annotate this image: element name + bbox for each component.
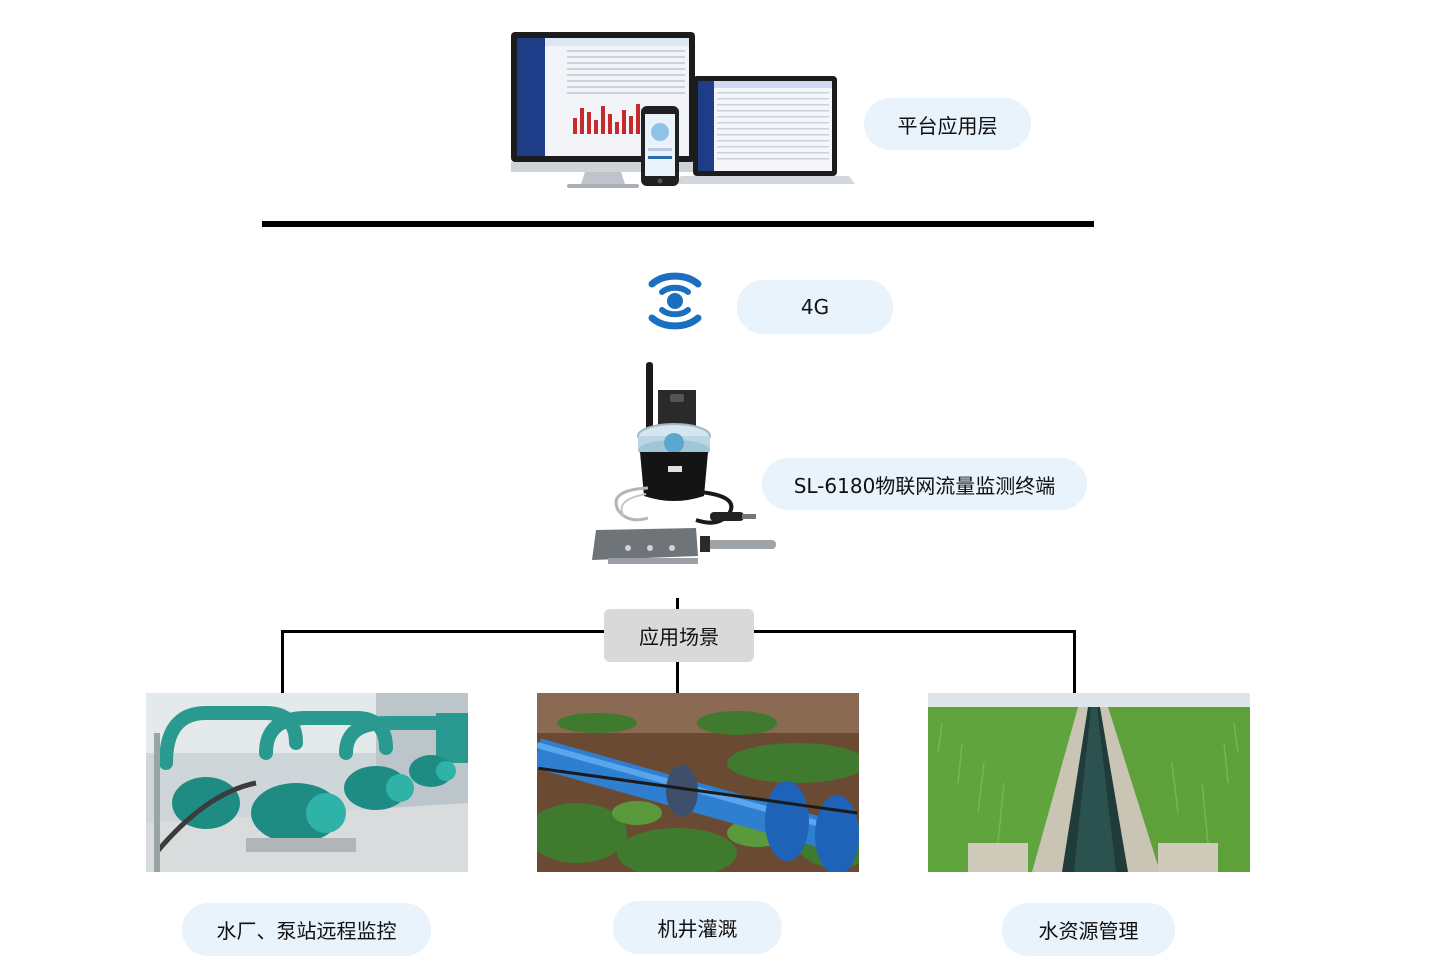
connector-drop-center	[676, 662, 679, 694]
wireless-signal-icon	[638, 258, 712, 344]
platform-devices-illustration	[505, 28, 857, 200]
connector-horizontal-left	[281, 630, 605, 633]
flow-monitor-device-illustration	[588, 360, 784, 572]
scenario-heading: 应用场景	[604, 609, 754, 662]
terminal-device-label: SL-6180物联网流量监测终端	[762, 458, 1087, 510]
connector-horizontal-right	[753, 630, 1076, 633]
connector-stem	[676, 598, 679, 610]
flow-monitor-device-icon	[592, 362, 776, 564]
platform-layer-label: 平台应用层	[864, 98, 1031, 150]
network-4g-label: 4G	[737, 280, 893, 334]
platform-divider-line	[262, 221, 1094, 227]
connector-drop-right	[1073, 630, 1076, 694]
scenario-label-irrigation-well: 机井灌溉	[613, 901, 782, 954]
pump-station-photo	[146, 693, 468, 872]
scenario-label-water-resources: 水资源管理	[1002, 903, 1175, 956]
devices-icon	[511, 32, 855, 188]
scenario-label-pump-station: 水厂、泵站远程监控	[182, 903, 431, 956]
irrigation-pipe-photo	[537, 693, 859, 872]
connector-drop-left	[281, 630, 284, 694]
irrigation-canal-photo	[928, 693, 1250, 872]
